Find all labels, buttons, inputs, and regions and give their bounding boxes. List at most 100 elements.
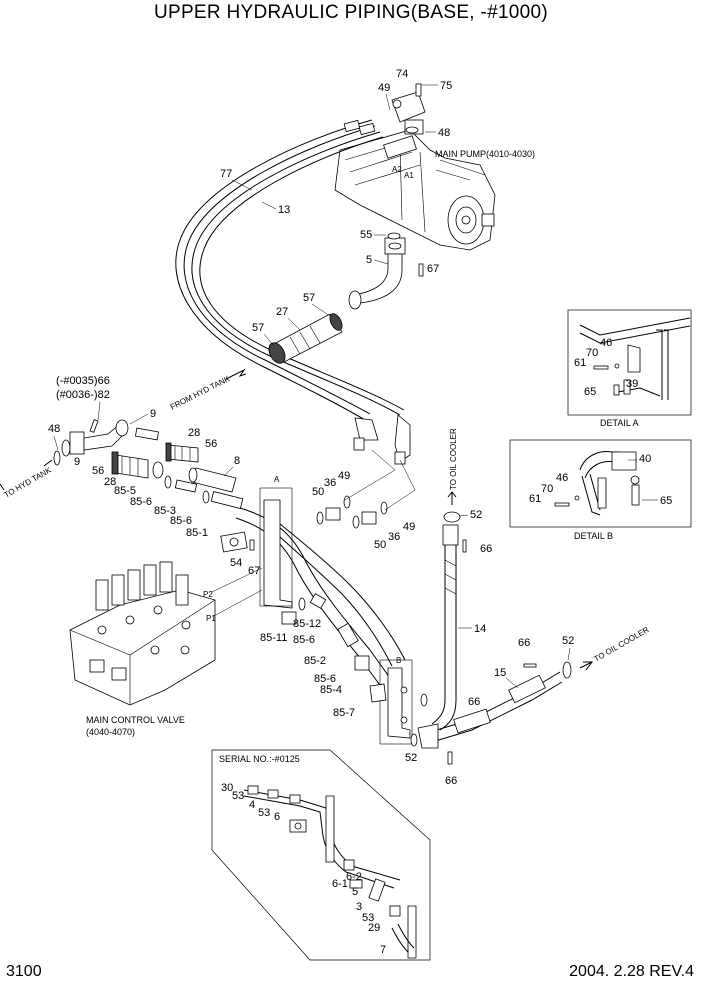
range-label-1: (-#0035)66 (56, 375, 110, 387)
label-36-b: 36 (388, 531, 400, 543)
label-77: 77 (220, 168, 232, 180)
label-75: 75 (440, 80, 452, 92)
label-67-mid: 67 (248, 565, 260, 577)
pump-block-74 (391, 83, 426, 135)
detail-b-label-70: 70 (541, 483, 553, 495)
svg-text:TO OIL COOLER: TO OIL COOLER (449, 428, 458, 490)
label-8: 8 (234, 455, 240, 467)
label-57-b: 57 (252, 322, 264, 334)
detail-b-label-46: 46 (556, 472, 568, 484)
label-66-d: 66 (445, 775, 457, 787)
label-9-b: 9 (74, 456, 80, 468)
label-85-7: 85-7 (333, 707, 355, 719)
label-49-a: 49 (338, 470, 350, 482)
serial-label-29: 29 (368, 922, 380, 934)
fittings-36-50-49 (316, 495, 388, 529)
label-74: 74 (396, 68, 408, 80)
serial-label-6-2: 6-2 (346, 871, 362, 883)
from-hyd-tank-arrow: FROM HYD TANK (169, 368, 247, 412)
label-85-11: 85-11 (260, 632, 287, 644)
svg-text:TO OIL COOLER: TO OIL COOLER (593, 625, 651, 664)
date-revision: 2004. 2.28 REV.4 (569, 963, 694, 980)
label-28-b: 28 (188, 427, 200, 439)
label-28-a: 28 (104, 476, 116, 488)
label-85-6-d: 85-6 (314, 673, 336, 685)
detail-a-label-61: 61 (574, 357, 586, 369)
label-36-a: 36 (324, 477, 336, 489)
serial-label-3: 3 (356, 901, 362, 913)
pipe-15 (417, 661, 572, 749)
label-57-a: 57 (303, 292, 315, 304)
elbow-9 (69, 419, 129, 455)
page-title: UPPER HYDRAULIC PIPING(BASE, -#1000) (153, 2, 549, 23)
serial-label-4: 4 (249, 799, 255, 811)
detail-b-box (509, 439, 692, 528)
label-85-4: 85-4 (320, 684, 342, 696)
serial-inset (211, 749, 431, 961)
range-label-2: (#0036-)82 (56, 389, 110, 401)
label-66-c: 66 (468, 696, 480, 708)
serial-label-7: 7 (380, 944, 386, 956)
suction-pipe-5 (348, 237, 406, 310)
serial-label-30: 30 (221, 782, 233, 794)
serial-label-53-b: 53 (258, 807, 270, 819)
hose-14 (431, 511, 461, 731)
serial-caption: SERIAL NO.:-#0125 (219, 754, 300, 764)
label-85-2: 85-2 (304, 655, 326, 667)
port-p1-label: P1 (206, 614, 216, 623)
page-number: 3100 (6, 963, 42, 980)
main-control-valve (69, 561, 216, 706)
detail-b-label-61: 61 (529, 493, 541, 505)
detail-a-label-46: 46 (600, 337, 612, 349)
mark-a: A (274, 475, 280, 484)
label-85-6-a: 85-6 (130, 496, 152, 508)
port-a1-label: A1 (404, 171, 414, 180)
label-14: 14 (474, 623, 486, 635)
label-52-a: 52 (470, 509, 482, 521)
pipe-85-main: A (235, 475, 406, 693)
label-85-6-c: 85-6 (293, 634, 315, 646)
label-67-top: 67 (427, 263, 439, 275)
detail-a-box (567, 309, 692, 416)
label-85-5: 85-5 (114, 485, 136, 497)
flange-bracket (220, 531, 255, 553)
label-52-b: 52 (405, 752, 417, 764)
detail-a-caption: DETAIL A (600, 418, 639, 428)
label-50-b: 50 (374, 539, 386, 551)
hose-clamp-28-56-upper (165, 442, 199, 463)
label-15: 15 (494, 667, 506, 679)
detail-b-caption: DETAIL B (574, 531, 613, 541)
mcv-caption-2: (4040-4070) (86, 727, 135, 737)
mark-b: B (396, 656, 401, 665)
label-66-a: 66 (480, 543, 492, 555)
label-85-3: 85-3 (154, 505, 176, 517)
suction-hose-27 (268, 313, 343, 364)
hose-77-13 (175, 119, 411, 465)
detail-b-label-40: 40 (639, 453, 651, 465)
mcv-caption-1: MAIN CONTROL VALVE (86, 715, 185, 725)
label-49-b: 49 (403, 521, 415, 533)
main-pump-caption: MAIN PUMP(4010-4030) (435, 149, 535, 159)
main-pump: A2 A1 (334, 129, 496, 251)
label-56-a: 56 (92, 465, 104, 477)
serial-label-6-1: 6-1 (332, 878, 348, 890)
label-48-top: 48 (438, 127, 450, 139)
hose-clamp-28-56-lower (111, 451, 164, 479)
port-a2-label: A2 (392, 165, 402, 174)
label-5: 5 (366, 254, 372, 266)
to-hyd-tank-arrow: TO HYD TANK (0, 459, 54, 500)
serial-label-6: 6 (274, 811, 280, 823)
label-85-12: 85-12 (293, 618, 321, 630)
svg-text:FROM HYD TANK: FROM HYD TANK (169, 374, 232, 412)
tube-left (135, 427, 159, 441)
label-85-1: 85-1 (186, 527, 208, 539)
label-52-c: 52 (562, 635, 574, 647)
label-13: 13 (278, 204, 290, 216)
label-48-left: 48 (48, 423, 60, 435)
detail-a-label-39: 39 (626, 378, 638, 390)
to-oil-cooler-arrow-lower: TO OIL COOLER (579, 625, 651, 671)
label-66-b: 66 (518, 637, 530, 649)
label-55: 55 (360, 229, 372, 241)
svg-text:TO HYD TANK: TO HYD TANK (3, 465, 54, 500)
